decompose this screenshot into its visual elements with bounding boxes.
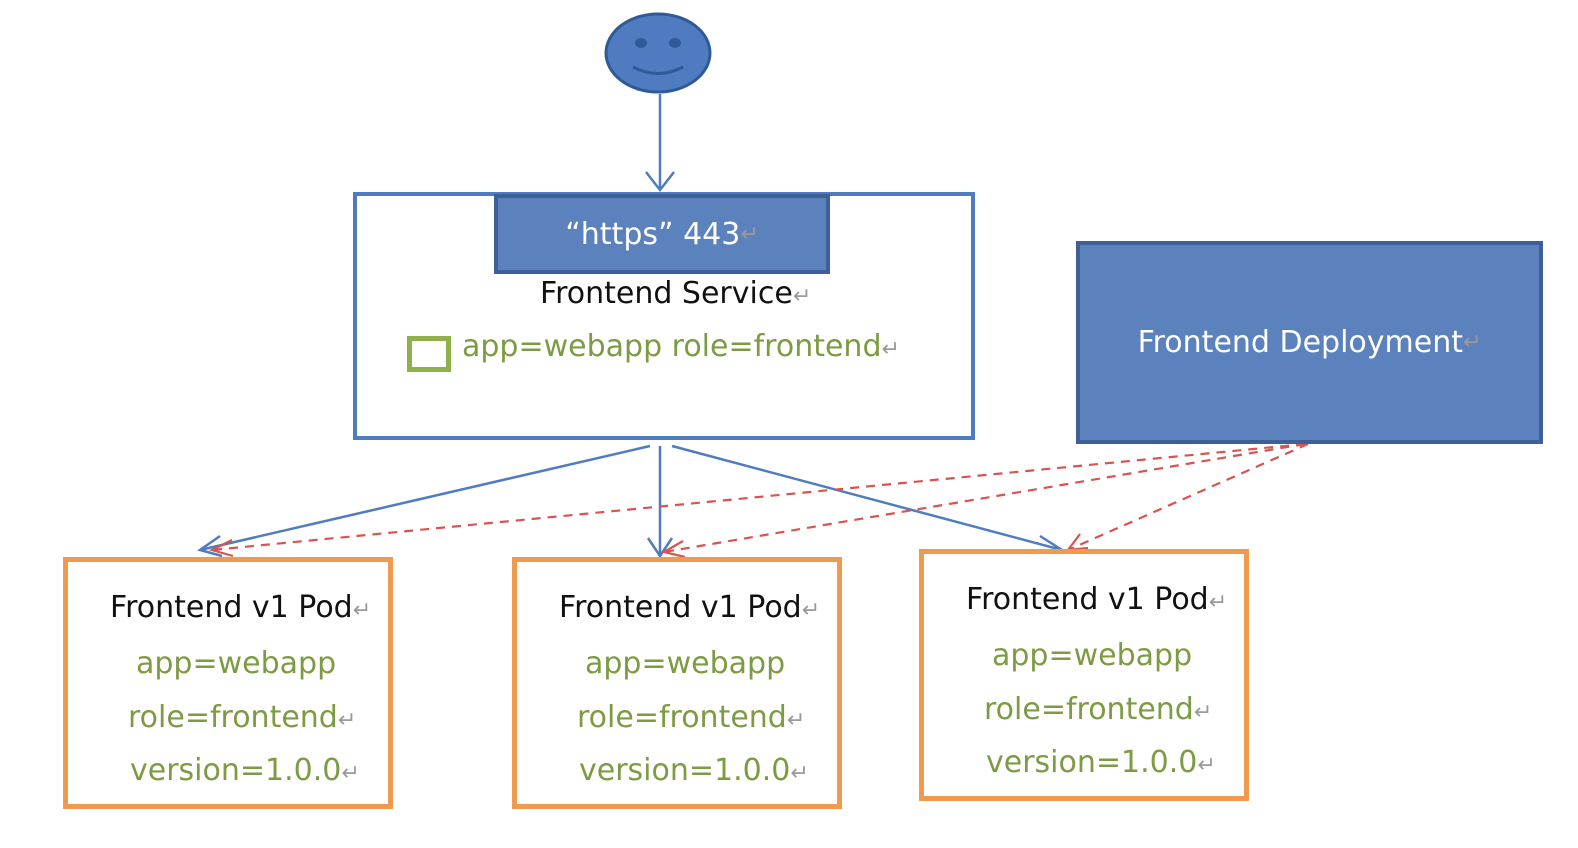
service-to-pod3-arrow	[671, 444, 1063, 552]
deployment-name: Frontend Deployment	[1137, 325, 1463, 360]
service-port-label: “https” 443	[565, 216, 741, 252]
return-mark-icon: ↵	[792, 284, 812, 309]
service-port-tab: “https” 443↵	[494, 194, 830, 274]
pod-label-role-text: role=frontend	[984, 692, 1194, 727]
deployment-to-pod2-arrowhead	[661, 540, 686, 559]
pod-label-version-text: version=1.0.0	[986, 745, 1198, 780]
pod-label-role: role=frontend↵	[984, 692, 1212, 727]
pod-label-app: app=webapp	[585, 646, 786, 681]
pod-label-version: version=1.0.0↵	[130, 753, 360, 788]
pod-name: Frontend v1 Pod	[110, 590, 353, 625]
pod-label-app: app=webapp	[992, 638, 1193, 673]
return-mark-icon: ↵	[801, 598, 821, 623]
return-mark-icon: ↵	[1208, 590, 1228, 615]
pod-label-version-text: version=1.0.0	[130, 753, 342, 788]
return-mark-icon: ↵	[341, 761, 360, 786]
frontend-deployment-box: Frontend Deployment↵	[1076, 241, 1543, 444]
smiley-face-icon	[604, 12, 712, 94]
service-name: Frontend Service↵	[540, 276, 811, 311]
return-mark-icon: ↵	[786, 708, 806, 733]
deployment-to-pod1-arrowhead	[208, 539, 234, 558]
pod-label-role: role=frontend↵	[577, 700, 805, 735]
return-mark-icon: ↵	[881, 337, 900, 362]
pod-label-app: app=webapp	[136, 646, 337, 681]
pod-label-version: version=1.0.0↵	[579, 753, 809, 788]
pod-title: Frontend v1 Pod↵	[966, 582, 1227, 617]
label-square-icon	[407, 336, 451, 372]
service-name-text: Frontend Service	[540, 276, 793, 311]
pod-name: Frontend v1 Pod	[559, 590, 802, 625]
pod-name: Frontend v1 Pod	[966, 582, 1209, 617]
service-to-pod1-arrow	[199, 444, 651, 552]
deployment-to-pod2-arrow	[663, 442, 1306, 554]
service-selector-text: app=webapp role=frontend	[462, 329, 882, 364]
pod-label-role-text: role=frontend	[577, 700, 787, 735]
return-mark-icon: ↵	[352, 598, 372, 623]
pod-label-version: version=1.0.0↵	[986, 745, 1216, 780]
deployment-to-pod3-arrow	[1067, 442, 1309, 552]
pod-box-3: Frontend v1 Pod↵ app=webapp role=fronten…	[919, 549, 1249, 801]
pod-box-2: Frontend v1 Pod↵ app=webapp role=fronten…	[512, 557, 842, 809]
user-to-service-arrowhead	[645, 171, 675, 193]
pod-label-role: role=frontend↵	[128, 700, 356, 735]
return-mark-icon: ↵	[790, 761, 809, 786]
return-mark-icon: ↵	[1193, 700, 1213, 725]
pod-label-version-text: version=1.0.0	[579, 753, 791, 788]
return-mark-icon: ↵	[740, 221, 759, 247]
pod-title: Frontend v1 Pod↵	[110, 590, 371, 625]
pod-title: Frontend v1 Pod↵	[559, 590, 820, 625]
pod-label-role-text: role=frontend	[128, 700, 338, 735]
return-mark-icon: ↵	[1463, 330, 1482, 355]
pod-box-1: Frontend v1 Pod↵ app=webapp role=fronten…	[63, 557, 393, 809]
deployment-to-pod1-arrow	[211, 442, 1306, 552]
service-to-pod1-arrowhead	[197, 534, 223, 558]
return-mark-icon: ↵	[337, 708, 357, 733]
service-to-pod2-arrowhead	[646, 537, 674, 559]
service-selector: app=webapp role=frontend↵	[462, 329, 900, 364]
return-mark-icon: ↵	[1197, 753, 1216, 778]
